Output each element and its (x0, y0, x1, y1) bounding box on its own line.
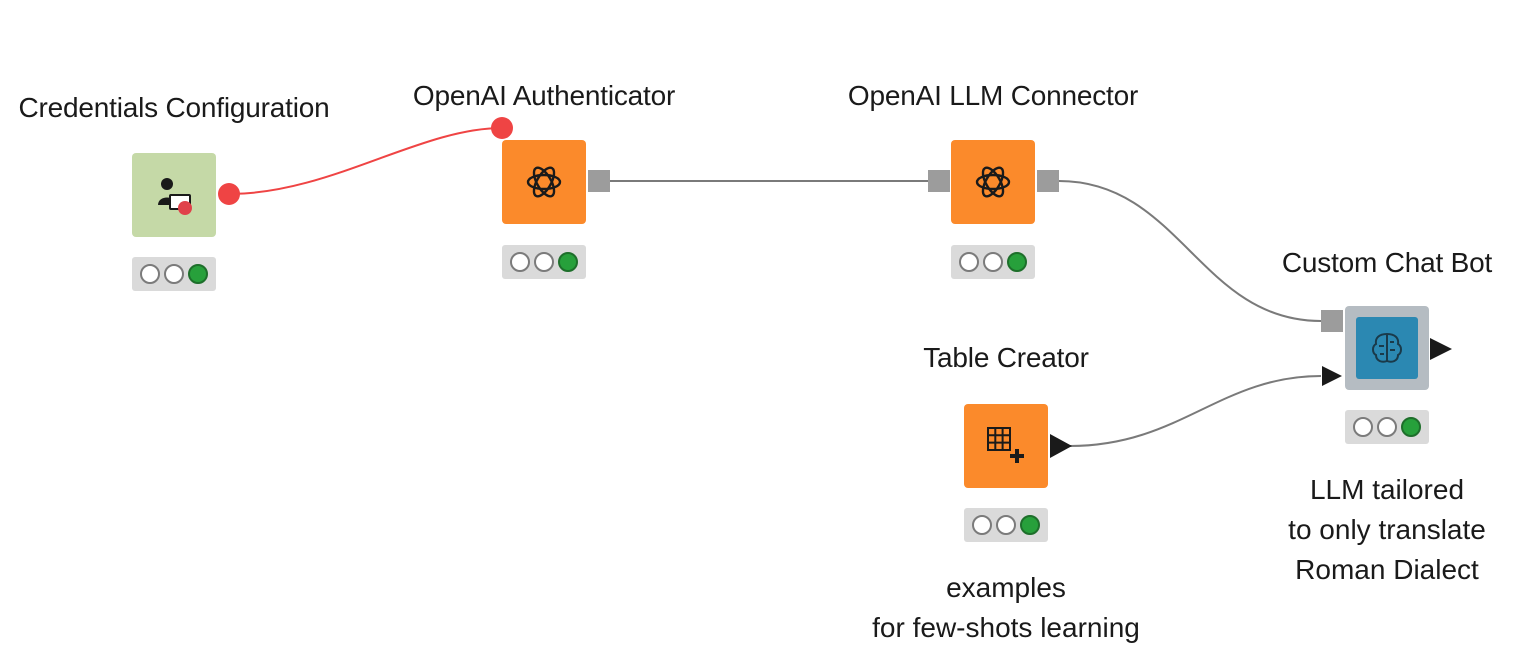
credential-input-port[interactable] (490, 116, 514, 140)
status-light-executed (188, 264, 208, 284)
table-creator-node[interactable] (964, 404, 1048, 488)
chatbot-table-input-port[interactable] (1320, 364, 1344, 388)
annotation-line: Roman Dialect (1295, 554, 1479, 585)
credential-output-port[interactable] (217, 182, 241, 206)
status-light (1377, 417, 1397, 437)
table-creator-annotation[interactable]: examples for few-shots learning (872, 568, 1140, 648)
connector-node-title: OpenAI LLM Connector (847, 80, 1139, 111)
credentials-icon (158, 178, 192, 215)
authenticator-output-port[interactable] (588, 170, 610, 192)
table-creator-status-lights (964, 508, 1048, 542)
status-light-executed (1020, 515, 1040, 535)
annotation-line: examples (946, 572, 1066, 603)
table-to-chatbot-connection[interactable] (1069, 375, 1322, 447)
status-light (510, 252, 530, 272)
status-light-executed (1007, 252, 1027, 272)
annotation-line: LLM tailored (1309, 474, 1465, 505)
openai-authenticator-node[interactable] (502, 140, 586, 224)
chatbot-node-inner (1356, 317, 1418, 379)
status-light (164, 264, 184, 284)
openai-icon (526, 166, 562, 198)
authenticator-status-lights (502, 245, 586, 279)
credentials-to-authenticator-connection[interactable] (228, 127, 503, 195)
table-plus-icon (987, 427, 1024, 463)
table-creator-node-title: Table Creator (923, 342, 1089, 373)
custom-chat-bot-node[interactable] (1345, 306, 1429, 390)
status-light (972, 515, 992, 535)
connector-output-port[interactable] (1037, 170, 1059, 192)
status-light (959, 252, 979, 272)
status-light (983, 252, 1003, 272)
connector-status-lights (951, 245, 1035, 279)
status-light (1353, 417, 1373, 437)
credentials-configuration-node[interactable] (132, 153, 216, 237)
openai-llm-connector-node[interactable] (951, 140, 1035, 224)
chatbot-output-port[interactable] (1428, 336, 1454, 362)
chatbot-node-title: Custom Chat Bot (1281, 247, 1493, 278)
status-light (996, 515, 1016, 535)
annotation-line: to only translate (1288, 514, 1486, 545)
annotation-line: for few-shots learning (872, 612, 1140, 643)
status-light (534, 252, 554, 272)
credentials-status-lights (132, 257, 216, 291)
status-light (140, 264, 160, 284)
status-light-executed (558, 252, 578, 272)
chatbot-status-lights (1345, 410, 1429, 444)
authenticator-node-title: OpenAI Authenticator (412, 80, 676, 111)
chatbot-model-input-port[interactable] (1321, 310, 1343, 332)
openai-icon (975, 166, 1011, 198)
brain-icon (1372, 333, 1402, 363)
credentials-node-title: Credentials Configuration (18, 92, 330, 123)
chatbot-annotation[interactable]: LLM tailored to only translate Roman Dia… (1288, 470, 1486, 590)
status-light-executed (1401, 417, 1421, 437)
connector-input-port[interactable] (928, 170, 950, 192)
table-creator-output-port[interactable] (1048, 432, 1074, 460)
